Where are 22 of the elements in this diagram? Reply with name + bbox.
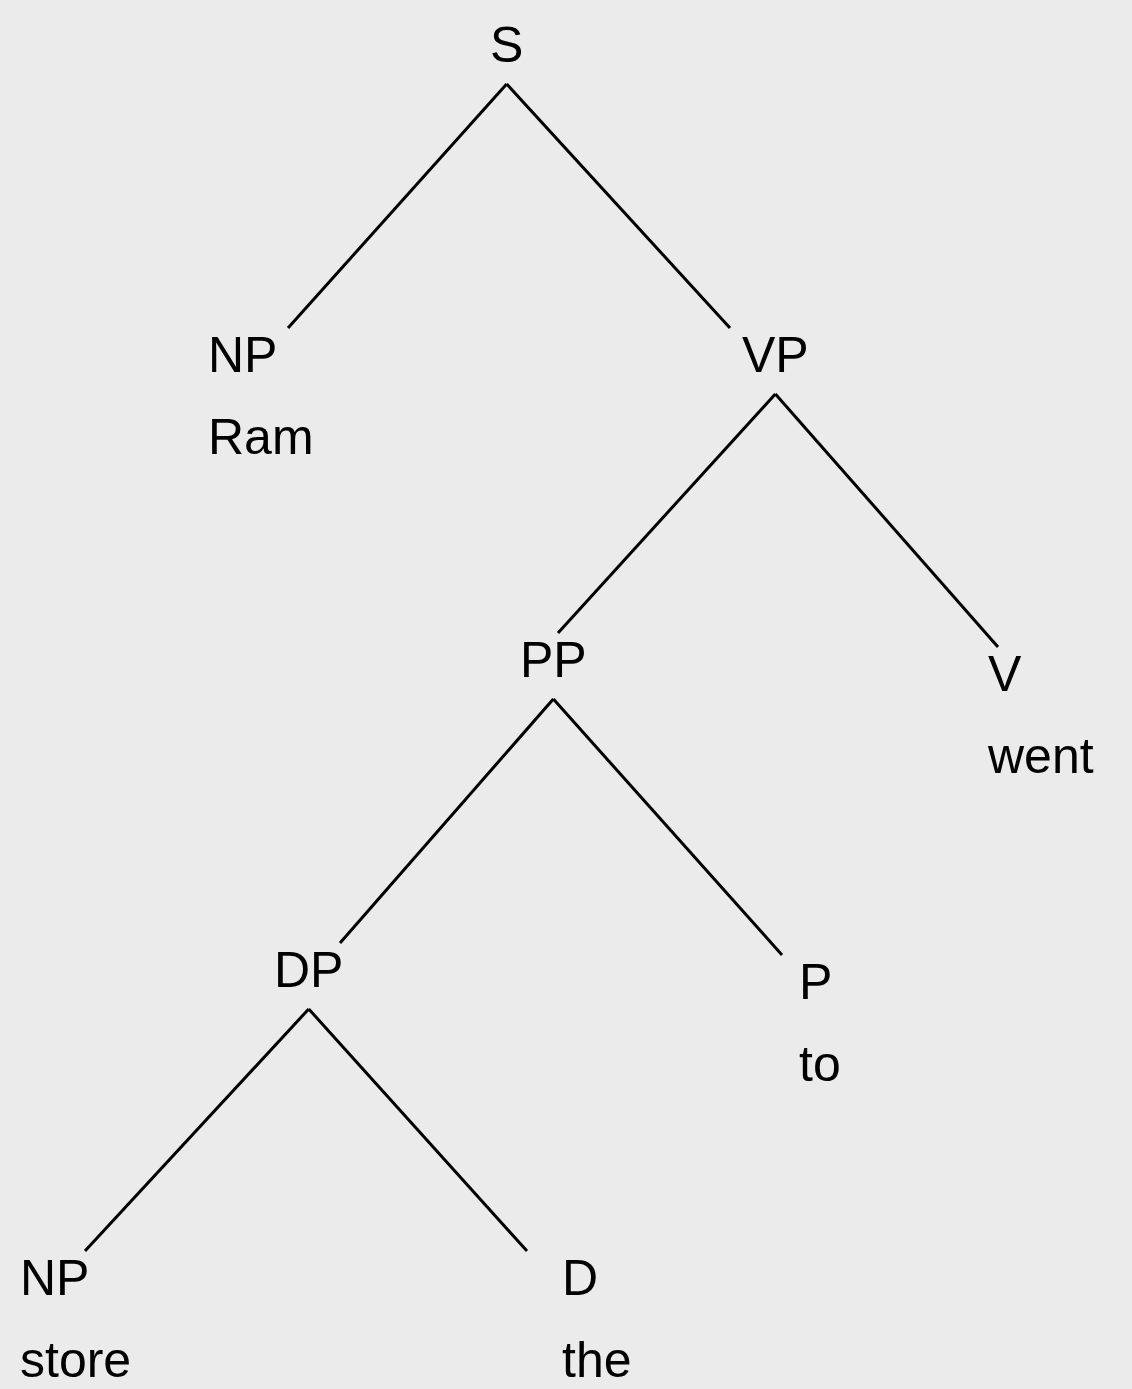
word-label: the — [562, 1333, 632, 1387]
tree-branch-line — [307, 1008, 529, 1252]
category-label: S — [490, 18, 524, 72]
word-label: store — [20, 1333, 132, 1387]
tree-branch-line — [774, 393, 1000, 648]
category-label: NP — [208, 328, 279, 382]
word-label: to — [799, 1037, 841, 1091]
tree-branch-line — [552, 698, 784, 956]
tree-branch-line — [286, 83, 508, 329]
category-label: DP — [274, 943, 344, 997]
tree-branch-line — [83, 1008, 310, 1252]
tree-branch-line — [556, 393, 777, 634]
category-label: P — [799, 955, 834, 1009]
category-label: D — [562, 1251, 600, 1305]
tree-branch-line — [505, 83, 732, 329]
word-label: Ram — [208, 410, 314, 464]
category-label: NP — [20, 1251, 91, 1305]
word-label: went — [988, 729, 1094, 783]
category-label: PP — [520, 633, 587, 687]
category-label: VP — [742, 328, 809, 382]
category-label: V — [988, 647, 1023, 701]
tree-branch-line — [338, 698, 555, 944]
